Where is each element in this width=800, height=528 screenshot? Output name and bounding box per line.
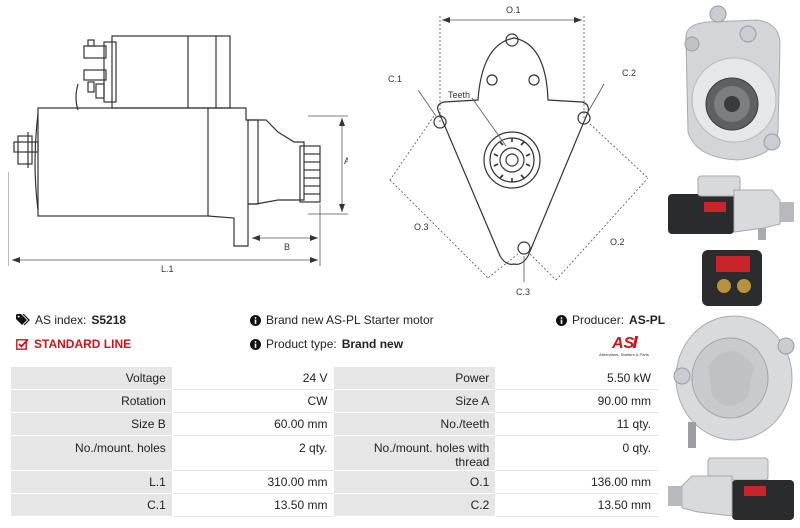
spec-label: Size A [333, 389, 497, 413]
spec-label: C.2 [333, 493, 497, 517]
product-type-label: Product type: [266, 337, 337, 351]
info-icon [250, 338, 261, 350]
product-photo-rear[interactable] [668, 246, 798, 452]
side-view-drawing: B L.1 A [8, 35, 348, 274]
standard-line-label: STANDARD LINE [34, 337, 132, 351]
spec-value: 0 qty. [495, 435, 658, 471]
spec-value: 136.00 mm [495, 470, 658, 494]
producer-value: AS-PL [629, 313, 666, 327]
product-photo-top[interactable] [668, 454, 798, 526]
product-photo-side[interactable] [668, 172, 798, 244]
as-index-label: AS index: [35, 313, 87, 327]
producer: Producer: AS-PL [556, 313, 665, 327]
dim-label-c3: C.3 [516, 287, 530, 297]
dim-label-o1: O.1 [506, 5, 521, 15]
spec-value: 310.00 mm [171, 470, 335, 494]
spec-value: 13.50 mm [171, 493, 335, 517]
front-view-drawing: O.1 C.1 C.2 Teeth O.3 O.2 C.3 [388, 5, 649, 297]
spec-label: Size B [10, 412, 173, 436]
as-pl-logo: AS Alternators, Starters & Parts [599, 335, 649, 357]
info-icon [556, 314, 567, 326]
spec-label: C.1 [10, 493, 173, 517]
spec-value: 24 V [171, 366, 335, 390]
product-type-value: Brand new [341, 337, 404, 351]
spec-value: 90.00 mm [495, 389, 658, 413]
as-index-value: S5218 [91, 313, 127, 327]
dim-label-c1: C.1 [388, 74, 402, 84]
label-teeth: Teeth [448, 90, 470, 100]
spec-value: 60.00 mm [171, 412, 335, 436]
standard-line-badge: STANDARD LINE [16, 337, 131, 351]
info-icon [250, 314, 261, 326]
tag-icon [16, 314, 30, 326]
product-photo-front[interactable] [668, 0, 798, 168]
spec-value: 5.50 kW [495, 366, 658, 390]
producer-label: Producer: [572, 313, 625, 327]
spec-label: Rotation [10, 389, 173, 413]
dim-label-o2: O.2 [610, 237, 625, 247]
spec-value: CW [171, 389, 335, 413]
logo-mark: AS [611, 335, 635, 352]
spec-label: No./mount. holes [10, 435, 173, 471]
brand-new-text: Brand new AS-PL Starter motor [266, 313, 434, 327]
spec-label: Power [333, 366, 497, 390]
brand-new-note: Brand new AS-PL Starter motor [250, 313, 434, 327]
spec-label: No./mount. holes with thread [333, 435, 497, 471]
dim-label-o3: O.3 [414, 222, 429, 232]
spec-label: Voltage [10, 366, 173, 390]
product-type: Product type: Brand new [250, 337, 403, 351]
spec-value: 2 qty. [171, 435, 335, 471]
spec-value: 11 qty. [495, 412, 658, 436]
logo-tagline: Alternators, Starters & Parts [599, 352, 649, 357]
dim-label-a: A [344, 156, 348, 166]
spec-label: No./teeth [333, 412, 497, 436]
dim-label-c2: C.2 [622, 68, 636, 78]
spec-label: O.1 [333, 470, 497, 494]
spec-label: L.1 [10, 470, 173, 494]
as-index: AS index: S5218 [16, 313, 126, 327]
check-box-icon [16, 338, 29, 350]
dim-label-l1: L.1 [161, 264, 174, 274]
dim-label-b: B [284, 242, 290, 252]
spec-value: 13.50 mm [495, 493, 658, 517]
